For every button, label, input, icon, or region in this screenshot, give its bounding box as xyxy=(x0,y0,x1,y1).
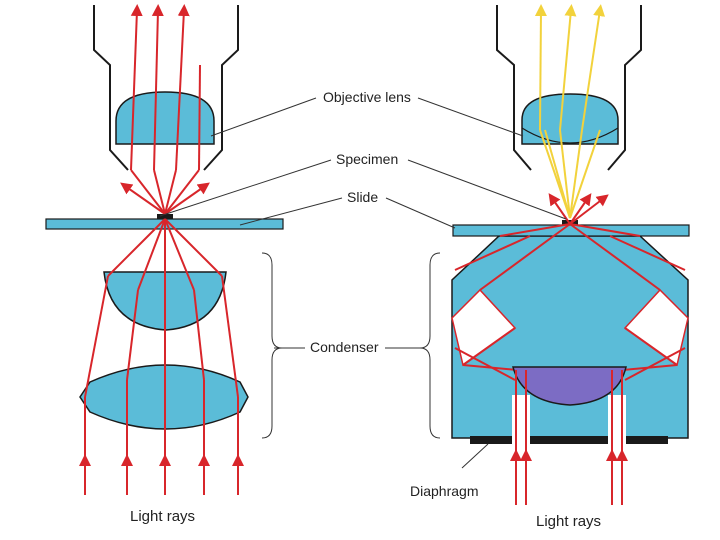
right-objective-housing xyxy=(496,5,642,171)
left-objective-lens xyxy=(115,91,215,145)
right-diaphragm xyxy=(470,436,512,444)
right-objective-lens xyxy=(521,93,619,145)
right-condenser-brace xyxy=(419,252,441,439)
right-incoming-rays xyxy=(510,370,628,505)
leader-lines xyxy=(159,97,567,469)
right-darkfield-panel xyxy=(451,4,690,505)
light-rays-left-label: Light rays xyxy=(130,508,195,525)
condenser-label: Condenser xyxy=(310,339,379,355)
specimen-label: Specimen xyxy=(336,151,398,167)
left-brightfield-panel xyxy=(45,4,284,495)
left-condenser-brace xyxy=(261,252,283,439)
objective-lens-label: Objective lens xyxy=(323,89,411,105)
light-rays-right-label: Light rays xyxy=(536,513,601,530)
right-slide xyxy=(452,224,690,237)
right-scattered-rays xyxy=(534,4,606,219)
left-light-rays xyxy=(79,4,244,495)
diaphragm-label: Diaphragm xyxy=(410,483,478,499)
right-light-rays xyxy=(454,193,686,381)
slide-label: Slide xyxy=(347,189,378,205)
left-objective-housing xyxy=(93,5,239,171)
left-specimen xyxy=(157,214,173,219)
